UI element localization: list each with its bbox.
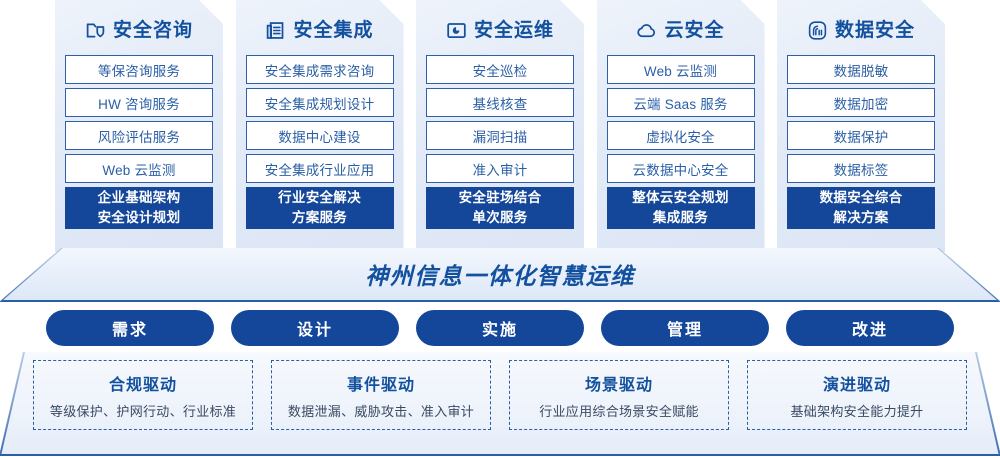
banner-baseline [0,248,1000,302]
column-title: 云安全 [664,19,725,41]
column-header: 数据安全 [787,10,935,50]
column-item[interactable]: 数据加密 [787,88,935,117]
column-header: 安全咨询 [65,10,213,50]
column-footer[interactable]: 安全驻场结合 单次服务 [426,187,574,229]
pill-implementation[interactable]: 实施 [416,310,584,346]
column-item[interactable]: HW 咨询服务 [65,88,213,117]
driver-desc: 等级保护、护网行动、行业标准 [49,403,237,419]
column-footer-line: 集成服务 [652,210,709,225]
pill-management[interactable]: 管理 [601,310,769,346]
column-item[interactable]: 准入审计 [426,154,574,183]
column-footer-line: 解决方案 [833,210,889,225]
column-cloud-security[interactable]: 云安全 Web 云监测 云端 Saas 服务 虚拟化安全 云数据中心安全 整体云… [597,0,765,252]
drivers-section: 合规驱动 等级保护、护网行动、行业标准 事件驱动 数据泄漏、威胁攻击、准入审计 … [0,352,1000,456]
driver-desc: 行业应用综合场景安全赋能 [539,403,699,419]
column-footer-line: 企业基础架构 [97,190,181,206]
column-item[interactable]: 安全集成规划设计 [246,88,394,117]
platform-banner: 神州信息一体化智慧运维 [0,248,1000,302]
pill-improvement[interactable]: 改进 [786,310,954,346]
column-footer[interactable]: 数据安全综合 解决方案 [787,187,935,229]
column-item[interactable]: 风险评估服务 [65,121,213,150]
pill-requirement[interactable]: 需求 [46,310,214,346]
column-security-operations[interactable]: 安全运维 安全巡检 基线核查 漏洞扫描 准入审计 安全驻场结合 单次服务 [416,0,584,252]
column-footer-line: 安全设计规划 [97,210,181,225]
driver-title: 合规驱动 [108,376,177,394]
column-footer[interactable]: 企业基础架构 安全设计规划 [65,187,213,229]
column-footer[interactable]: 行业安全解决 方案服务 [246,187,394,229]
monitor-chart-icon [446,20,467,41]
fingerprint-icon [807,20,828,41]
pill-design[interactable]: 设计 [231,310,399,346]
column-item[interactable]: 基线核查 [426,88,574,117]
driver-title: 场景驱动 [584,376,653,394]
driver-evolution[interactable]: 演进驱动 基础架构安全能力提升 [747,360,967,430]
column-header: 云安全 [607,10,755,50]
column-item[interactable]: 数据保护 [787,121,935,150]
column-security-integration[interactable]: 安全集成 安全集成需求咨询 安全集成规划设计 数据中心建设 安全集成行业应用 行… [236,0,404,252]
folder-shield-icon [85,20,106,41]
column-item[interactable]: 云端 Saas 服务 [607,88,755,117]
column-footer-line: 安全驻场结合 [458,190,542,206]
column-header: 安全运维 [426,10,574,50]
column-item[interactable]: 漏洞扫描 [426,121,574,150]
driver-incident[interactable]: 事件驱动 数据泄漏、威胁攻击、准入审计 [271,360,491,430]
lifecycle-pills: 需求 设计 实施 管理 改进 [0,310,1000,346]
column-item[interactable]: Web 云监测 [65,154,213,183]
driver-title: 事件驱动 [346,376,415,394]
column-item[interactable]: 云数据中心安全 [607,154,755,183]
column-item[interactable]: 安全集成行业应用 [246,154,394,183]
capability-columns: 安全咨询 等保咨询服务 HW 咨询服务 风险评估服务 Web 云监测 企业基础架… [0,0,1000,252]
banner-title: 神州信息一体化智慧运维 [365,263,635,289]
column-title: 安全运维 [473,19,554,41]
column-title: 数据安全 [834,19,915,41]
column-item[interactable]: 数据标签 [787,154,935,183]
cloud-icon [636,20,657,41]
stacked-documents-icon [265,20,286,41]
column-item[interactable]: 安全集成需求咨询 [246,55,394,84]
column-item[interactable]: 安全巡检 [426,55,574,84]
drivers-shape [0,352,1000,456]
driver-title: 演进驱动 [822,376,891,394]
column-footer-line: 数据安全综合 [819,190,903,206]
column-item[interactable]: Web 云监测 [607,55,755,84]
column-title: 安全集成 [293,19,374,41]
column-data-security[interactable]: 数据安全 数据脱敏 数据加密 数据保护 数据标签 数据安全综合 解决方案 [777,0,945,252]
drivers-list: 合规驱动 等级保护、护网行动、行业标准 事件驱动 数据泄漏、威胁攻击、准入审计 … [0,360,1000,430]
column-footer[interactable]: 整体云安全规划 集成服务 [607,187,755,229]
driver-desc: 基础架构安全能力提升 [790,403,924,419]
column-title: 安全咨询 [112,19,193,41]
driver-compliance[interactable]: 合规驱动 等级保护、护网行动、行业标准 [33,360,253,430]
column-footer-line: 方案服务 [291,210,348,225]
column-item[interactable]: 等保咨询服务 [65,55,213,84]
column-footer-line: 行业安全解决 [278,190,361,206]
column-footer-line: 单次服务 [472,210,528,225]
column-security-consulting[interactable]: 安全咨询 等保咨询服务 HW 咨询服务 风险评估服务 Web 云监测 企业基础架… [55,0,223,252]
column-item[interactable]: 数据脱敏 [787,55,935,84]
driver-scenario[interactable]: 场景驱动 行业应用综合场景安全赋能 [509,360,729,430]
column-header: 安全集成 [246,10,394,50]
driver-desc: 数据泄漏、威胁攻击、准入审计 [287,403,475,419]
column-item[interactable]: 虚拟化安全 [607,121,755,150]
column-footer-line: 整体云安全规划 [632,190,729,206]
column-item[interactable]: 数据中心建设 [246,121,394,150]
